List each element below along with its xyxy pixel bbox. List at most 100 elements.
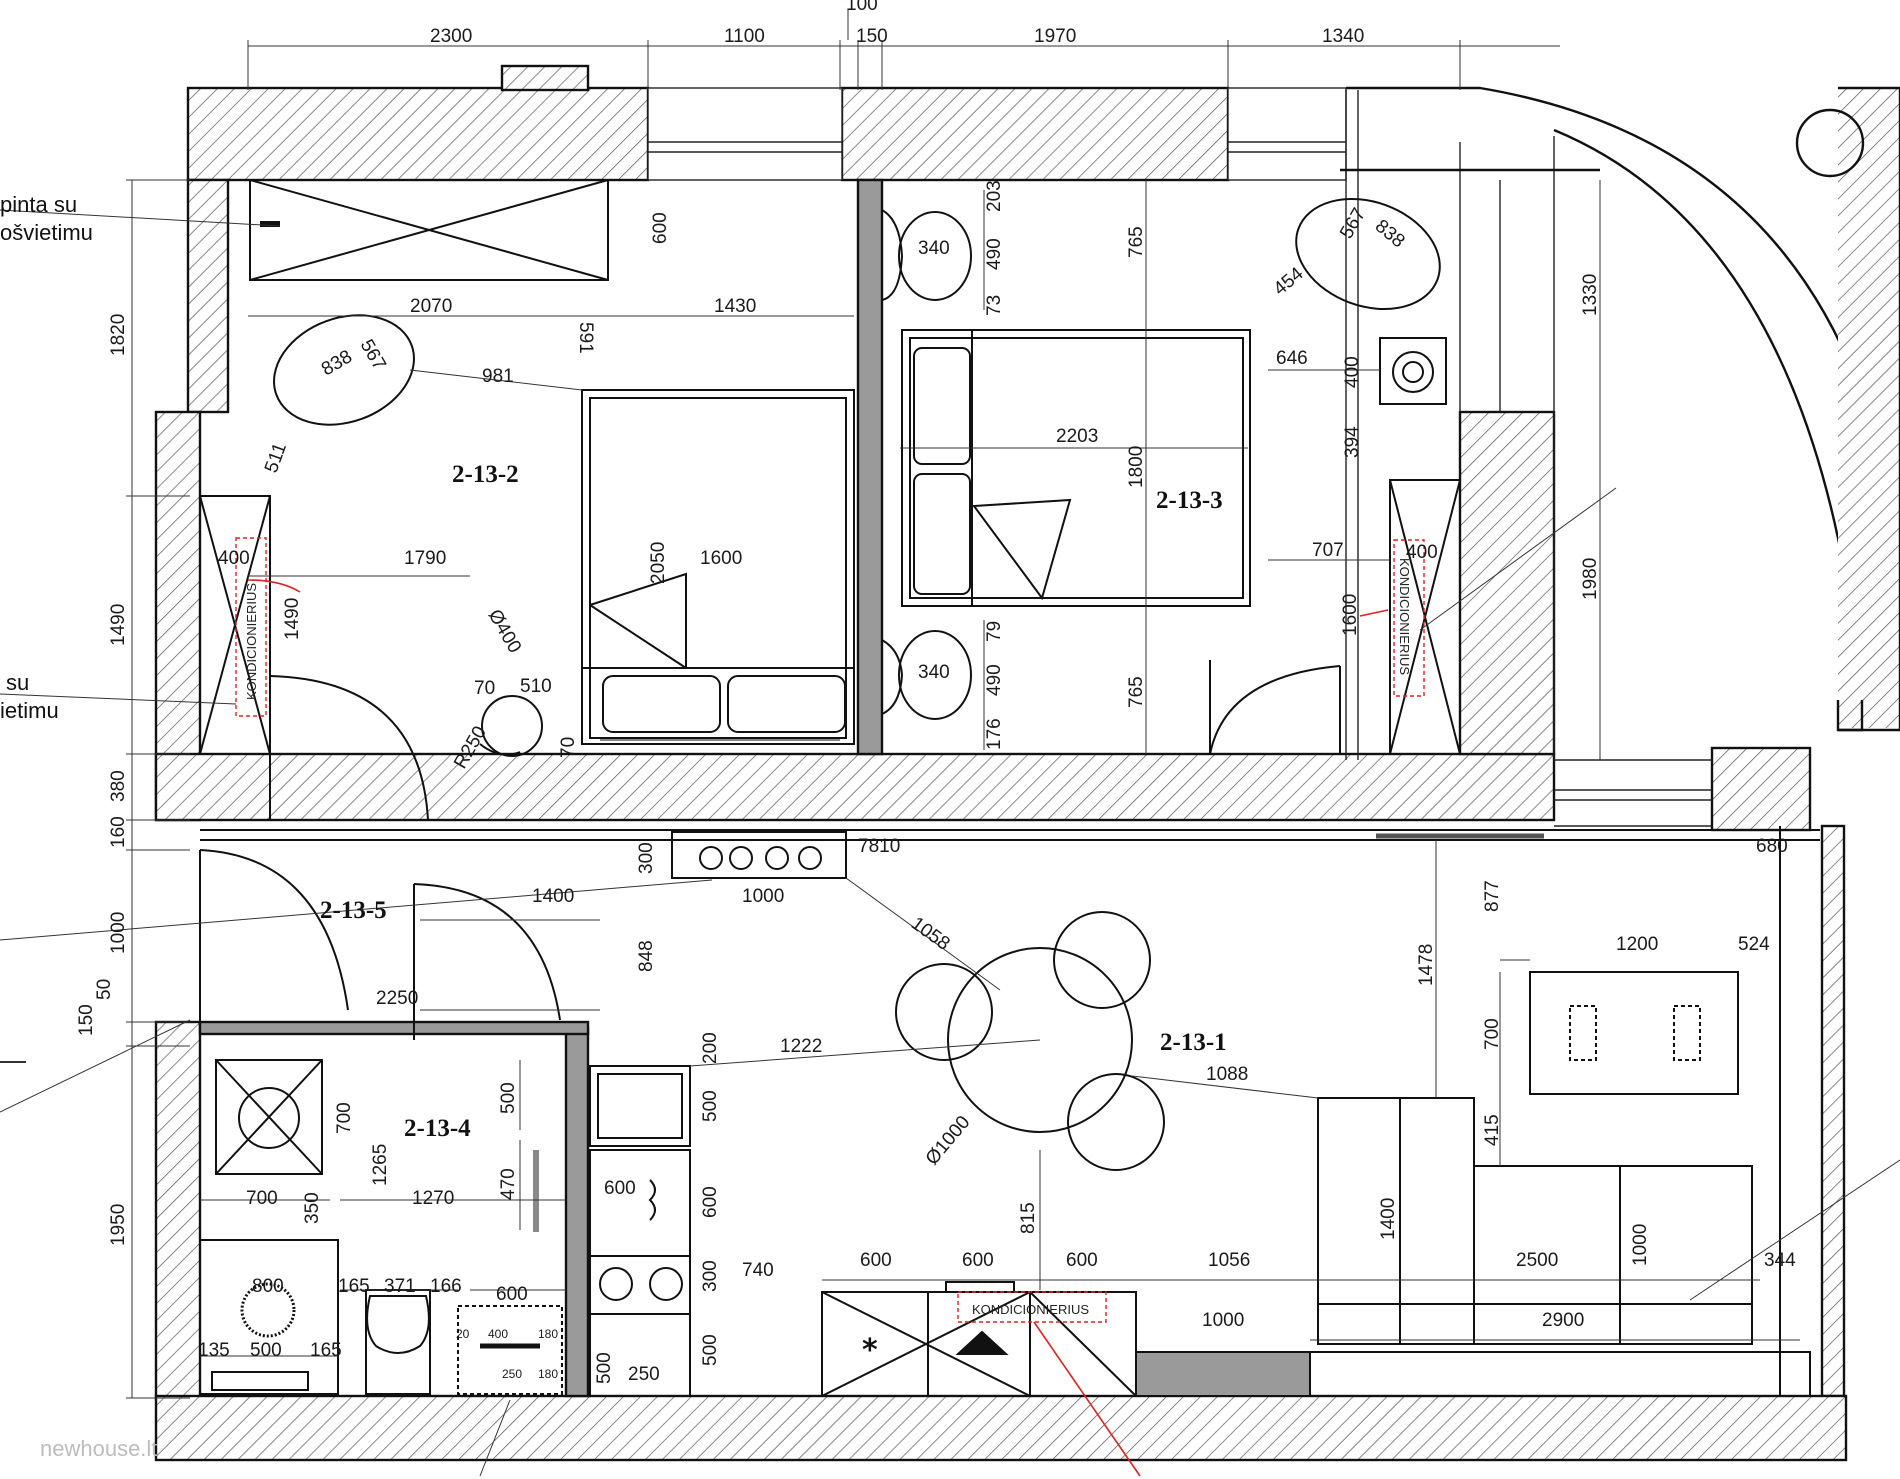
dimension-label: 600: [604, 1178, 636, 1199]
dimension-label: 600: [962, 1250, 994, 1271]
wall-left-lower: [154, 1020, 202, 1400]
note-mid-line-1: su: [6, 670, 29, 695]
balcony: [1340, 86, 1900, 732]
dimension-label: 160: [108, 816, 129, 848]
cooktop: [671, 831, 847, 879]
room-2-13-3: [881, 197, 1461, 755]
dimension-label: 591: [575, 322, 596, 354]
wall-right-pillar: [1710, 746, 1812, 832]
dimension-label: 1490: [282, 598, 303, 640]
room-label-2-13-4: 2-13-4: [404, 1115, 471, 1142]
dimension-label: 567: [1336, 205, 1370, 243]
note-top-line-2: ošvietimu: [0, 220, 93, 245]
dimension-label: 2250: [376, 988, 418, 1009]
dimension-label: 838: [318, 346, 356, 380]
dimension-label: 1490: [108, 604, 129, 646]
washing-machine-icon: [238, 1087, 300, 1149]
pillow-bottom: [913, 473, 971, 595]
dimension-label: 765: [1126, 676, 1147, 708]
room-label-2-13-1: 2-13-1: [1160, 1029, 1227, 1056]
wall-top-left: [186, 86, 650, 182]
dimension-label: 2300: [430, 26, 472, 47]
dimension-label: 1058: [907, 913, 954, 955]
dining-chair-2: [1053, 911, 1151, 1009]
nightstand-top: [898, 211, 972, 301]
wall-bath-top: [198, 1020, 590, 1036]
dimension-label: 1980: [1580, 558, 1601, 600]
dimension-label: 300: [636, 842, 657, 874]
dimension-label: Ø400: [484, 606, 525, 657]
dimension-label: 490: [984, 664, 1005, 696]
dimension-label: 150: [856, 26, 888, 47]
wardrobe: [249, 179, 609, 281]
dimension-label: 250: [628, 1364, 660, 1385]
balcony-drain-icon: [1795, 108, 1865, 178]
dimension-label: 500: [498, 1082, 519, 1114]
kitchen-cabinets: [589, 1149, 691, 1397]
dimension-label: 1820: [108, 314, 129, 356]
dimension-label: 1790: [404, 548, 446, 569]
dimension-label: 165: [310, 1340, 342, 1361]
dimension-label: 300: [700, 1260, 721, 1292]
dimension-label: 250: [502, 1367, 522, 1381]
dimension-label: 740: [742, 1260, 774, 1281]
dimension-label: 500: [700, 1090, 721, 1122]
dimension-label: 707: [1312, 540, 1344, 561]
dimension-label: 70: [474, 678, 495, 699]
dimension-label: 511: [261, 440, 291, 476]
dimension-label: 1088: [1206, 1064, 1248, 1085]
dimension-label: 1800: [1126, 446, 1147, 488]
room-2-13-4: [199, 1059, 563, 1395]
dimension-label: 203: [984, 180, 1005, 212]
armchair-right: [1295, 197, 1441, 311]
dimension-label: 415: [1482, 1114, 1503, 1146]
low-bench: [1135, 1351, 1311, 1397]
ac-label-room3: KONDICIONIERIUS: [1397, 558, 1412, 675]
top-dimensions: 2300 1100 100 150 1970 1340: [430, 0, 1364, 47]
walls: [154, 64, 1848, 1462]
dimension-label: 700: [334, 1102, 355, 1134]
basin-icon: [1392, 351, 1434, 393]
dimension-label: 344: [1764, 1250, 1796, 1271]
dimension-label: 600: [860, 1250, 892, 1271]
dimension-label: 400: [218, 548, 250, 569]
dimension-label: 7810: [858, 836, 900, 857]
nightstand-bottom: [898, 630, 972, 720]
living-dimensions: 1058 848 1222 200 1088 1478 1200 524 700…: [594, 913, 1796, 1385]
shower-tray: [199, 1239, 339, 1395]
dimension-label: 400: [1342, 356, 1363, 388]
dimension-label: 981: [482, 366, 514, 387]
dimension-label: 1600: [700, 548, 742, 569]
dimension-label: 838: [1371, 216, 1409, 252]
burner-4-icon: [798, 846, 822, 870]
dimension-label: 470: [498, 1168, 519, 1200]
dimension-label: 1970: [1034, 26, 1076, 47]
dimension-label: 815: [1018, 1202, 1039, 1234]
dimension-label: 165: [338, 1276, 370, 1297]
dimension-label: 340: [918, 238, 950, 259]
dimension-label: 340: [918, 662, 950, 683]
dimension-label: 200: [700, 1032, 721, 1064]
wall-top-bump: [500, 64, 590, 92]
dining-chair-1: [895, 963, 993, 1061]
dimension-label: 371: [384, 1276, 416, 1297]
dimension-label: 600: [700, 1186, 721, 1218]
dimension-label: 1478: [1416, 944, 1437, 986]
room2-dimensions: 600 2070 1430 591 838 567 981 511 400 17…: [218, 212, 756, 772]
dimension-lines: [0, 10, 1900, 1477]
dimension-label: 500: [250, 1340, 282, 1361]
dimension-label: 877: [1482, 880, 1503, 912]
dimension-label: 490: [984, 238, 1005, 270]
dimension-label: 394: [1342, 426, 1363, 458]
dimension-label: 150: [76, 1004, 97, 1036]
dimension-label: 680: [1756, 836, 1788, 857]
burner-2-icon: [729, 846, 753, 870]
dimension-label: 1000: [1202, 1310, 1244, 1331]
dimension-label: 400: [1406, 542, 1438, 563]
dimension-label: 180: [538, 1327, 558, 1341]
dimension-label: 380: [108, 770, 129, 802]
hall-dimensions: 7810 300 1400 1000 2250 680 877: [376, 836, 1788, 1009]
dimension-label: 500: [594, 1352, 615, 1384]
round-table-small: [481, 695, 543, 757]
windows: [647, 87, 1712, 827]
